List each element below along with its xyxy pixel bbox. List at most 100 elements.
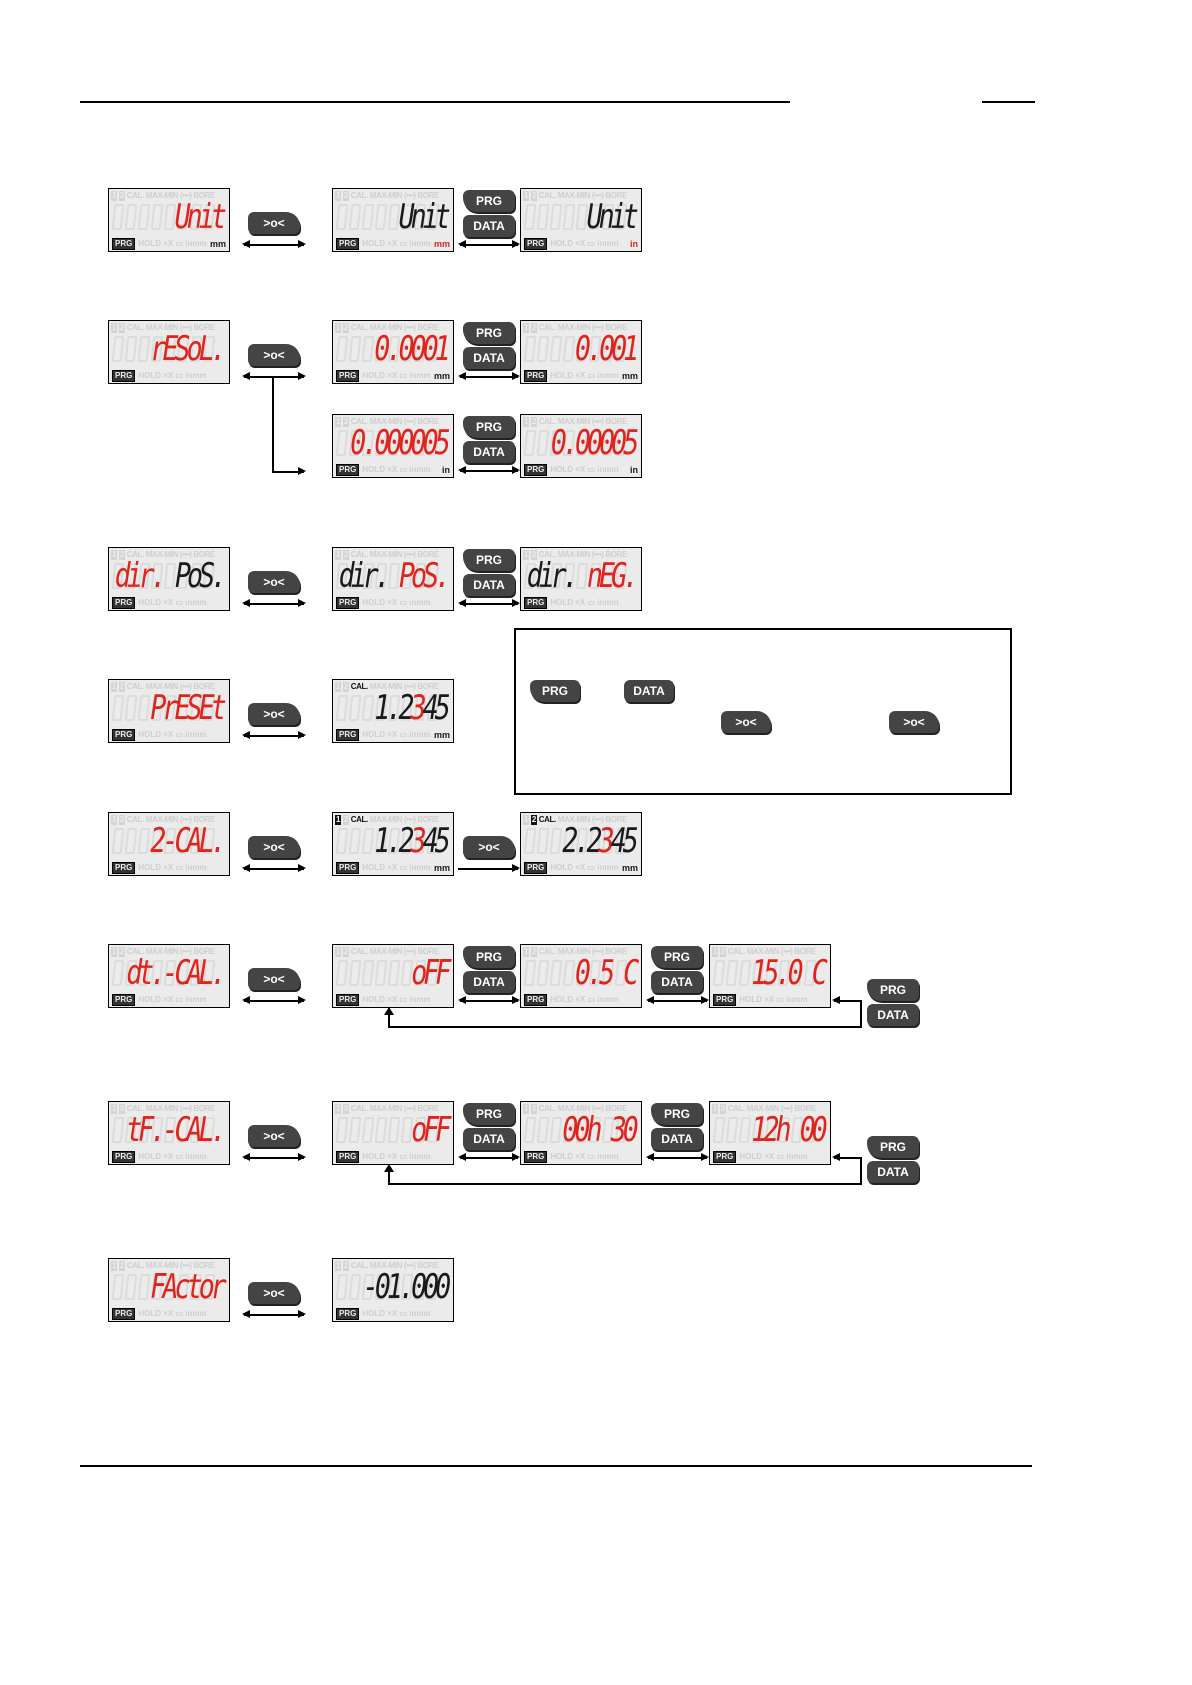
zero-button[interactable]: >o< — [248, 344, 300, 366]
double-arrow — [458, 600, 520, 606]
prg-button[interactable]: PRG — [463, 1103, 515, 1125]
prg-indicator: PRG — [112, 729, 136, 741]
unit-indicator: mm — [621, 371, 638, 381]
cal-indicator: CAL. — [350, 1261, 368, 1270]
prg-button[interactable]: PRG — [867, 1136, 919, 1158]
ghost-digit — [348, 695, 362, 721]
memory-1-indicator: 1 — [111, 323, 118, 333]
zero-button[interactable]: >o< — [248, 836, 300, 858]
lcd-digits: oFF — [410, 953, 451, 993]
memory-1-indicator: 1 — [523, 550, 530, 560]
memory-1-indicator: 1 — [335, 682, 342, 692]
double-arrow — [458, 241, 520, 247]
status-indicators: HOLD ×X ▭ inmm — [362, 1152, 431, 1161]
prg-button[interactable]: PRG — [463, 416, 515, 438]
data-button[interactable]: DATA — [463, 215, 515, 237]
data-button[interactable]: DATA — [463, 971, 515, 993]
lcd-digits: 0.00005 — [551, 424, 639, 462]
digit-group: 0.000005 — [350, 423, 450, 463]
mode-indicators: MAX-MIN (•••) BORE — [746, 947, 817, 956]
unit-indicator: in — [630, 239, 638, 249]
mode-indicators: MAX-MIN (•••) BORE — [369, 682, 440, 691]
double-arrow — [646, 1154, 709, 1160]
data-button[interactable]: DATA — [463, 347, 515, 369]
zero-button[interactable]: >o< — [248, 968, 300, 990]
data-button[interactable]: DATA — [651, 971, 703, 993]
data-button[interactable]: DATA — [867, 1161, 919, 1183]
data-button[interactable]: DATA — [463, 1128, 515, 1150]
lcd-digits: Unit — [587, 198, 639, 236]
zero-button-icon: >o< — [721, 711, 771, 733]
zero-button[interactable]: >o< — [248, 703, 300, 725]
lcd-display-dir-0: 1 2 CAL. MAX-MIN (•••) BORE dir. PoS. PR… — [108, 547, 230, 611]
digit-group: PoS. — [398, 556, 451, 596]
memory-2-indicator: 2 — [118, 323, 125, 333]
lcd-indicators-top: 1 2 CAL. MAX-MIN (•••) BORE — [335, 191, 439, 201]
status-indicators: HOLD ×X ▭ inmm — [550, 239, 619, 248]
zero-button[interactable]: >o< — [463, 836, 515, 858]
mode-indicators: MAX-MIN (•••) BORE — [369, 191, 440, 200]
prg-indicator: PRG — [112, 862, 136, 874]
status-indicators: HOLD ×X ▭ inmm — [550, 863, 619, 872]
ghost-digit — [536, 430, 550, 456]
memory-2-indicator: 2 — [118, 191, 125, 201]
data-button[interactable]: DATA — [463, 574, 515, 596]
status-indicators: HOLD ×X ▭ inmm — [362, 239, 431, 248]
arrow — [458, 865, 520, 871]
prg-button[interactable]: PRG — [463, 190, 515, 212]
zero-button[interactable]: >o< — [248, 1125, 300, 1147]
prg-button[interactable]: PRG — [867, 979, 919, 1001]
prg-indicator: PRG — [336, 1308, 360, 1320]
zero-button[interactable]: >o< — [248, 1282, 300, 1304]
prg-button[interactable]: PRG — [651, 1103, 703, 1125]
ghost-digit — [111, 1274, 125, 1300]
data-button[interactable]: DATA — [867, 1004, 919, 1026]
digit-group: oFF — [410, 953, 451, 993]
ghost-digit — [348, 204, 362, 230]
status-indicators: HOLD ×X ▭ inmm — [138, 995, 207, 1004]
lcd-indicators-top: 1 2 CAL. MAX-MIN (•••) BORE — [111, 191, 215, 201]
data-button[interactable]: DATA — [463, 441, 515, 463]
ghost-digit — [137, 695, 151, 721]
connector — [388, 1171, 390, 1184]
lcd-indicators-top: 1 2 CAL. MAX-MIN (•••) BORE — [111, 1104, 215, 1114]
digit-group: 3 — [410, 821, 427, 861]
unit-indicator: mm — [621, 863, 638, 873]
cal-indicator: CAL. — [126, 947, 144, 956]
double-arrow — [242, 865, 306, 871]
ghost-digit — [374, 1117, 388, 1143]
prg-indicator: PRG — [336, 597, 360, 609]
status-indicators: HOLD ×X ▭ inmm — [550, 371, 619, 380]
prg-button[interactable]: PRG — [463, 322, 515, 344]
memory-1-indicator: 1 — [335, 1104, 342, 1114]
prg-button[interactable]: PRG — [463, 549, 515, 571]
mode-indicators: MAX-MIN (•••) BORE — [145, 191, 216, 200]
lcd-digits: 1.2345 — [375, 689, 451, 727]
ghost-digit — [374, 204, 388, 230]
mode-indicators: MAX-MIN (•••) BORE — [369, 1261, 440, 1270]
note-box: PRG DATA >o< >o< — [514, 628, 1012, 795]
unit-indicator: mm — [433, 239, 450, 249]
status-indicators: HOLD ×X ▭ inmm — [138, 239, 207, 248]
prg-button[interactable]: PRG — [651, 946, 703, 968]
ghost-digit — [387, 960, 401, 986]
zero-button[interactable]: >o< — [248, 571, 300, 593]
prg-button[interactable]: PRG — [463, 946, 515, 968]
cal-indicator: CAL. — [126, 815, 144, 824]
unit-indicator: mm — [209, 239, 226, 249]
ghost-digit — [387, 1117, 401, 1143]
zero-button[interactable]: >o< — [248, 212, 300, 234]
ghost-digit — [738, 960, 752, 986]
memory-2-indicator: 2 — [118, 550, 125, 560]
data-button[interactable]: DATA — [651, 1128, 703, 1150]
